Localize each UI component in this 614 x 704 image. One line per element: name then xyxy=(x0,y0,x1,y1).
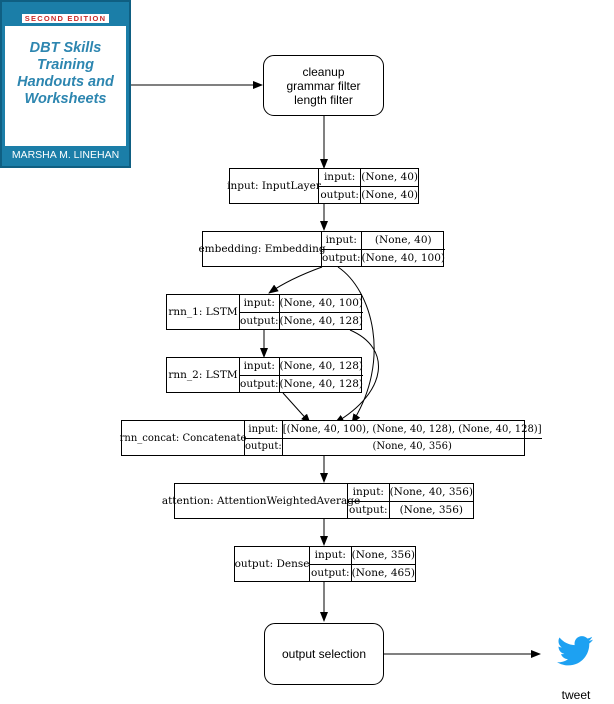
output-shape: (None, 465) xyxy=(351,563,415,582)
arrow-embedding-to-concat xyxy=(337,266,375,424)
input-label: input: xyxy=(352,486,384,499)
book-author: MARSHA M. LINEHAN xyxy=(11,149,120,161)
arrow-rnn2-to-concat xyxy=(282,392,311,424)
output-shape: (None, 356) xyxy=(389,500,473,519)
book-title: DBT Skills Training Handouts and Workshe… xyxy=(5,40,126,108)
input-label: input: xyxy=(243,360,275,373)
book-title-line: Training xyxy=(37,57,94,73)
input-shape: (None, 40, 128) xyxy=(279,360,363,373)
input-label: input: xyxy=(314,549,346,562)
output-label: output: xyxy=(240,374,279,393)
layer-output-dense: output: Dense input: output: (None, 356)… xyxy=(234,546,416,582)
output-label: output: xyxy=(322,248,361,267)
output-selection-label: output selection xyxy=(281,647,367,661)
book-title-line: Handouts and xyxy=(17,74,114,90)
output-label: output: xyxy=(319,185,361,204)
layer-name: attention: AttentionWeightedAverage xyxy=(162,484,360,518)
layer-name: input: InputLayer xyxy=(227,169,321,203)
layer-attention: attention: AttentionWeightedAverage inpu… xyxy=(162,483,474,519)
output-label: output: xyxy=(310,563,351,582)
input-shape: (None, 40) xyxy=(361,171,418,184)
input-shape: (None, 40) xyxy=(374,234,432,247)
output-shape: (None, 40, 356) xyxy=(282,437,542,456)
output-label: output: xyxy=(245,437,282,456)
book-edition: SECOND EDITION xyxy=(21,14,110,23)
layer-rnn-concat: rnn_concat: Concatenate input: output: [… xyxy=(120,420,542,456)
book-cover-image: SECOND EDITION DBT Skills Training Hando… xyxy=(0,0,131,168)
input-shape: [(None, 40, 100), (None, 40, 128), (None… xyxy=(282,423,542,435)
layer-rnn-1: rnn_1: LSTM input: output: (None, 40, 10… xyxy=(166,294,363,330)
tweet-label: tweet xyxy=(561,688,591,702)
output-shape: (None, 40, 128) xyxy=(279,311,363,330)
preprocess-step: cleanup xyxy=(302,64,345,79)
arrow-embedding-to-rnn1 xyxy=(268,266,323,294)
input-label: input: xyxy=(243,297,275,310)
book-cover-face: DBT Skills Training Handouts and Workshe… xyxy=(5,26,126,146)
input-shape: (None, 40, 356) xyxy=(389,486,473,499)
layer-name: rnn_1: LSTM xyxy=(167,295,240,329)
book-title-line: DBT Skills xyxy=(29,40,102,56)
layer-name: embedding: Embedding xyxy=(198,232,326,266)
book-title-line: Worksheets xyxy=(24,91,107,107)
output-selection-box: output selection xyxy=(264,623,384,685)
layer-name: output: Dense xyxy=(235,547,310,581)
output-shape: (None, 40, 100) xyxy=(361,248,445,267)
layer-input: input: InputLayer input: output: (None, … xyxy=(227,168,419,204)
preprocess-step: length filter xyxy=(294,92,353,107)
input-shape: (None, 40, 100) xyxy=(279,297,363,310)
input-label: input: xyxy=(323,171,356,184)
preprocess-step: grammar filter xyxy=(286,78,361,93)
twitter-bird-icon xyxy=(557,636,593,666)
preprocess-box: cleanup grammar filter length filter xyxy=(263,55,384,116)
input-label: input: xyxy=(248,423,279,435)
output-label: output: xyxy=(240,311,279,330)
arrow-rnn1-to-concat xyxy=(334,329,379,424)
input-shape: (None, 356) xyxy=(351,549,415,562)
layer-rnn-2: rnn_2: LSTM input: output: (None, 40, 12… xyxy=(166,357,363,393)
input-label: input: xyxy=(325,234,357,247)
output-label: output: xyxy=(348,500,389,519)
layer-name: rnn_concat: Concatenate xyxy=(120,421,246,455)
output-shape: (None, 40) xyxy=(361,185,418,204)
output-shape: (None, 40, 128) xyxy=(279,374,363,393)
layer-embedding: embedding: Embedding input: output: (Non… xyxy=(198,231,445,267)
layer-name: rnn_2: LSTM xyxy=(167,358,240,392)
